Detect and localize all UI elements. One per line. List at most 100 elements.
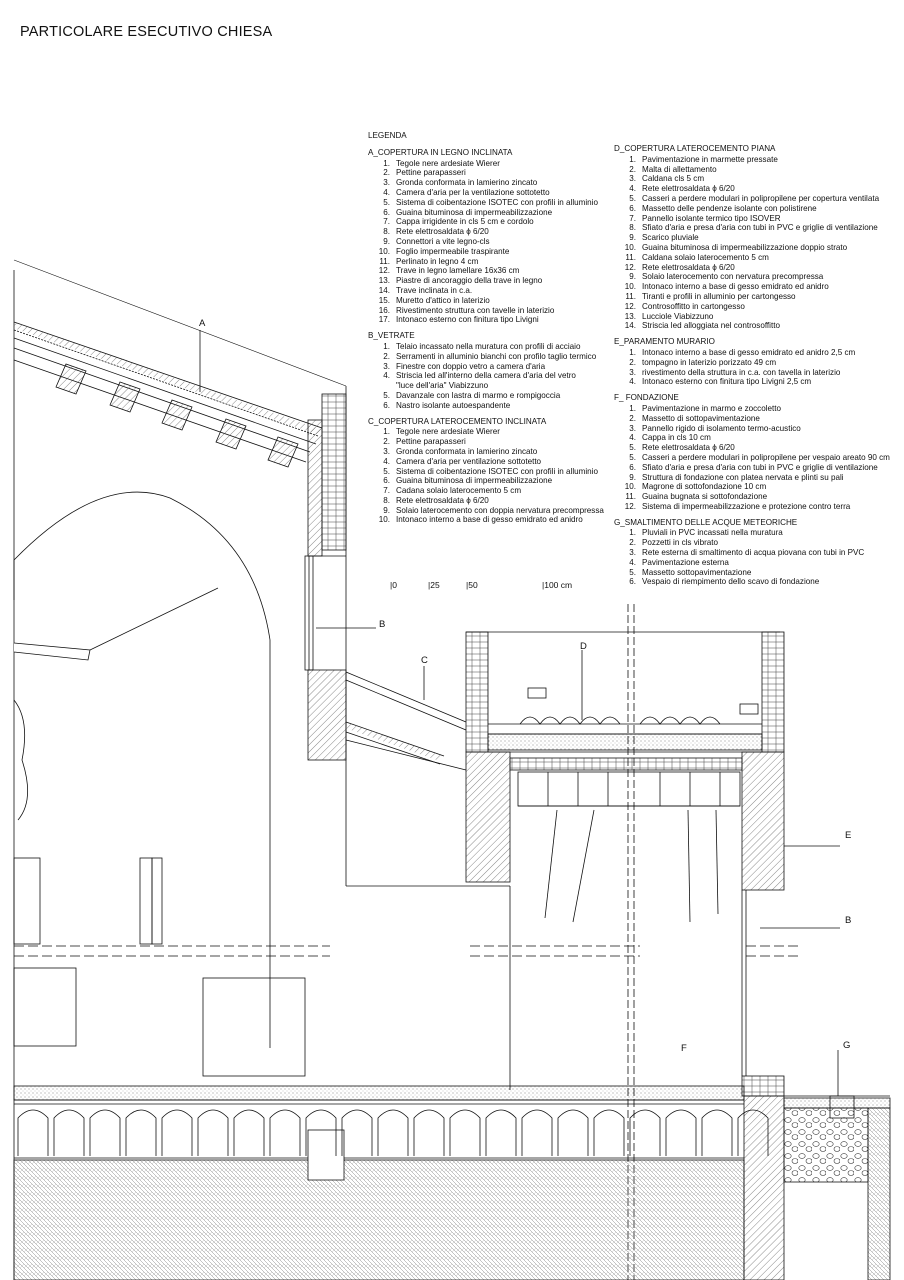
legend-item-number: 2. [629,538,636,548]
legend-item: 5.Sistema di coibentazione ISOTEC con pr… [368,467,604,477]
legend-item-number: 17. [378,315,390,325]
legend-item-number: 5. [629,193,636,203]
legend-item-number: 3. [629,174,636,184]
legend-item: 7.Pannello isolante termico tipo ISOVER [614,214,890,224]
tag-a: A [199,318,206,329]
legend-item-text: Intonaco interno a base di gesso emidrat… [642,347,856,357]
tag-c: C [421,655,428,666]
vault-arch [629,1109,661,1156]
tag-f: F [681,1043,687,1054]
legend-item-text: Sfiato d'aria e presa d'aria con tubi in… [642,223,878,233]
dash-lines [14,945,800,957]
legend-item-text: Rete elettrosaldata ϕ 6/20 [642,443,735,453]
legend-item-number: 1. [383,427,390,437]
legend-item-text: Perlinato in legno 4 cm [396,256,479,266]
tag-d: D [580,641,587,652]
legend-item-number: 4. [629,184,636,194]
legend-item-number: 2. [629,413,636,423]
legend-item-number: 9. [629,472,636,482]
legend-item-number: 5. [629,443,636,453]
legend-item-number: 4. [629,433,636,443]
legend-item: 3.Pannello rigido di isolamento termo-ac… [614,424,890,434]
legend-item-number: 5. [383,390,390,400]
legend-item: 5.Casseri a perdere modulari in poliprop… [614,453,890,463]
legend-item-text: Intonaco interno a base di gesso emidrat… [396,515,583,525]
legend-item: 9.Scarico pluviale [614,233,890,243]
legend-item-number: 9. [383,505,390,515]
legend-item-text: Guaina bugnata si sottofondazione [642,492,768,502]
vault-arch [413,1109,445,1156]
legend-item: 3. Rete esterna di smaltimento di acqua p… [614,548,890,558]
legend-item-text: Controsoffitto in cartongesso [642,301,745,311]
legend-item-text: "luce dell'aria" Viabizzuno [396,381,489,391]
legend-item-number: 3. [383,361,390,371]
legend-item-number: 12. [624,301,636,311]
legend-item: 2.Pettine parapasseri [368,168,604,178]
legend-item: 6.Sfiato d'aria e presa d'aria con tubi … [614,463,890,473]
legend-item: 11.Guaina bugnata si sottofondazione [614,492,890,502]
legend-item-text: Gronda conformata in lamierino zincato [396,178,538,188]
legend-item-number: 6. [629,577,636,587]
legend-item-number: 15. [378,295,390,305]
legend-item: 6. Guaina bituminosa di impermeabilizzazi… [368,476,604,486]
legend-item: 6.Massetto delle pendenze isolante con p… [614,204,890,214]
legend-item-text: Rete elettrosaldata ϕ 6/20 [642,262,735,272]
legend-item: 12. Rete elettrosaldata ϕ 6/20 [614,263,890,273]
vault-arch [377,1109,409,1156]
legend-item: 1.Pavimentazione in marmette pressate [614,155,890,165]
legend-item: 4.Pavimentazione esterna [614,558,890,568]
legend-item-number: 4. [383,456,390,466]
legend-item-number: 16. [378,305,390,315]
vault-arch [557,1109,589,1156]
legend-title: LEGENDA [368,131,407,140]
vault-arch [665,1109,697,1156]
legend-item-number: 2. [629,164,636,174]
legend-item: 12.Sistema di impermeabilizzazione e pro… [614,502,890,512]
vault-arch [737,1109,769,1156]
legend-item: 4. Rete elettrosaldata ϕ 6/20 [614,184,890,194]
legend-item: 14.Striscia led alloggiata nel controsof… [614,321,890,331]
scale-tick-50: |50 [466,580,478,590]
legend-item: 3.Gronda conformata in lamierino zincato [368,447,604,457]
legend-item-text: Solaio laterocemento con nervatura preco… [642,272,824,282]
legend-item: 13.Piastre di ancoraggio della trave in … [368,276,604,286]
legend-item: 10.Guaina bituminosa di impermeabilizzaz… [614,243,890,253]
legend-section-header: G_SMALTIMENTO DELLE ACQUE METEORICHE [614,517,798,527]
legend-item-number: 12. [624,262,636,272]
legend-item-text: Camera d'aria per la ventilazione sottot… [396,187,550,197]
legend-item-number: 5. [629,452,636,462]
legend-item-number: 3. [629,548,636,558]
legend-item-text: Muretto d'attico in laterizio [396,295,490,305]
legend-item-text: Rete elettrosaldata ϕ 6/20 [642,184,735,194]
legend-item-number: 2. [383,168,390,178]
legend-item-number: 6. [383,476,390,486]
legend-item-text: Pluviali in PVC incassati nella muratura [642,528,783,538]
legend-section-header: A_COPERTURA IN LEGNO INCLINATA [368,147,513,157]
legend-item: 8.Rete elettrosaldata ϕ 6/20 [368,496,604,506]
legend-item-number: 3. [629,367,636,377]
legend-item-text: Piastre di ancoraggio della trave in leg… [396,276,543,286]
legend-item-number: 1. [629,347,636,357]
legend-item-text: Telaio incassato nella muratura con prof… [396,341,581,351]
legend-item-number: 2. [629,357,636,367]
legend-item: 2.tompagno in laterizio porizzato 49 cm [614,358,890,368]
legend-item: 9.Struttura di fondazione con platea ner… [614,473,890,483]
legend-item: 2.Pettine parapasseri [368,437,604,447]
legend-section-header: E_PARAMENTO MURARIO [614,337,715,347]
legend-item-text: Gronda conformata in lamierino zincato [396,446,538,456]
legend-item: 5.Sistema di coibentazione ISOTEC con pr… [368,198,604,208]
legend-item-text: Rete esterna di smaltimento di acqua pio… [642,548,865,558]
vault-arch [125,1109,157,1156]
right-wall-e [346,631,840,1097]
legend-item-number: 1. [629,403,636,413]
legend-item-text: Serramenti in alluminio bianchi con prof… [396,351,597,361]
legend-item-number: 11. [379,256,390,266]
legend-item-text: Pannello isolante termico tipo ISOVER [642,213,781,223]
legend-item-number: 11. [625,291,636,301]
legend-item-text: Lucciole Viabizzuno [642,311,714,321]
legend-item-text: Tiranti e profili in alluminio per carto… [642,291,796,301]
legend-item-text: Guaina bituminosa di impermeabilizzazion… [396,476,553,486]
legend-item: 5.Casseri a perdere modulari in poliprop… [614,194,890,204]
legend-item: 2.Malta di allettamento [614,165,890,175]
